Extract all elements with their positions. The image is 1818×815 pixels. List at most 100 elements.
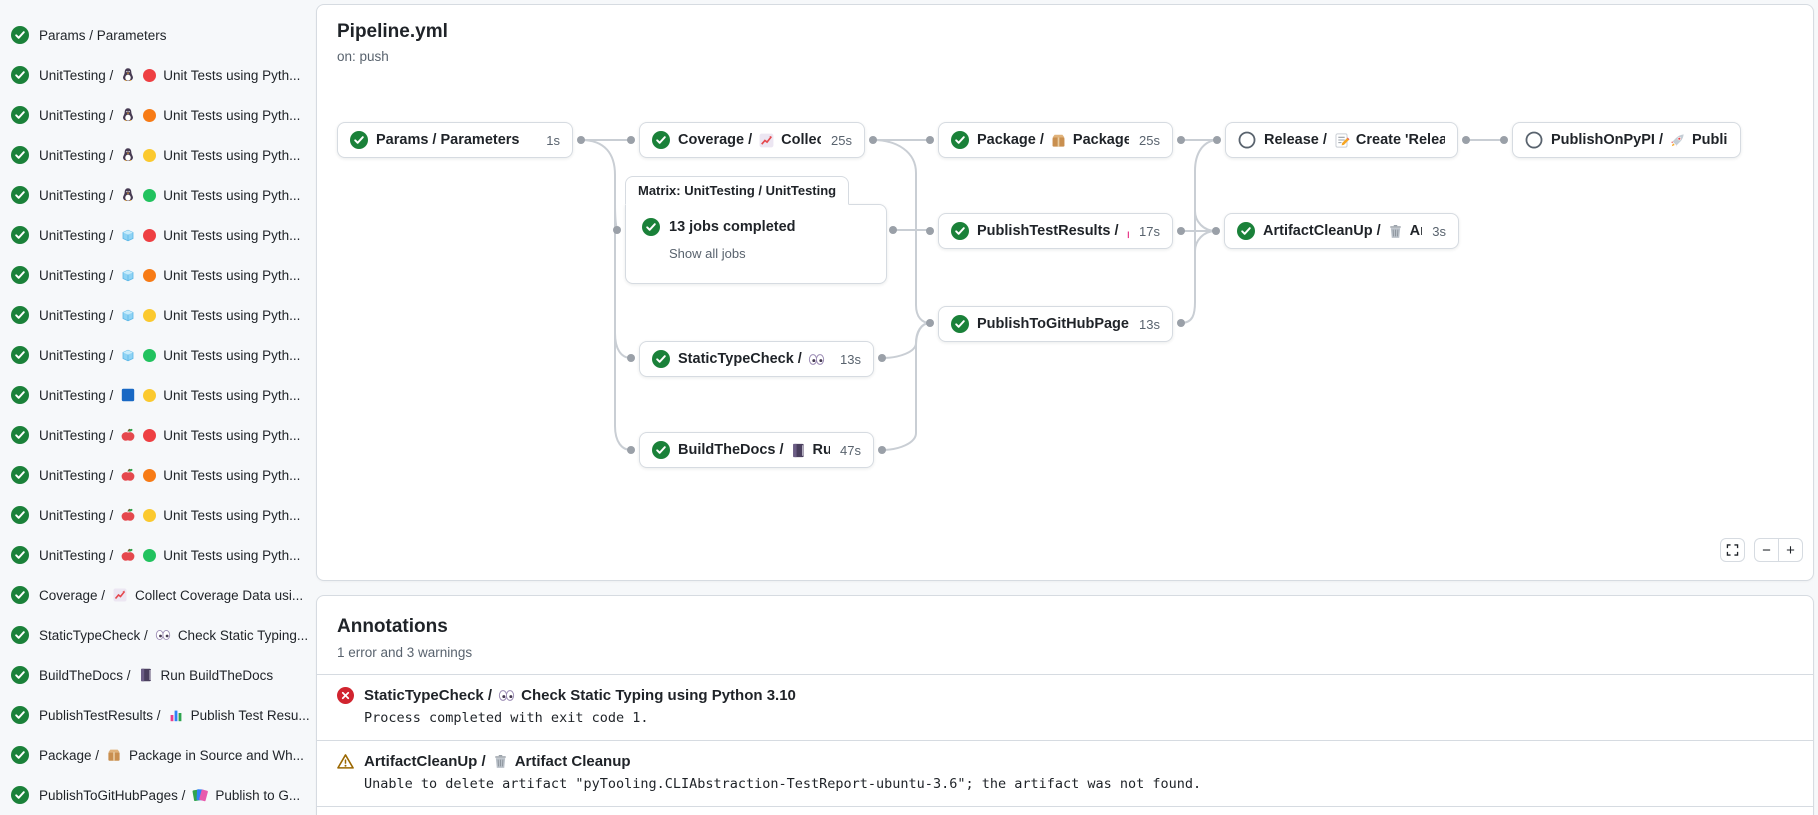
sidebar-job-item[interactable]: UnitTesting / Unit Tests using Pyth...	[0, 135, 314, 175]
sidebar-job-item[interactable]: UnitTesting /Unit Tests using Pyth...	[0, 95, 314, 135]
annotation-job-link[interactable]: StaticTypeCheck /Check Static Typing usi…	[364, 687, 796, 704]
status-success-icon	[951, 222, 969, 240]
show-all-jobs-link[interactable]: Show all jobs	[669, 246, 746, 261]
job-name: UnitTesting /	[39, 148, 113, 163]
sidebar-job-item[interactable]: UnitTesting /Unit Tests using Pyth...	[0, 535, 314, 575]
sidebar-job-item[interactable]: Params / Parameters	[0, 15, 314, 55]
python-version-dot	[143, 549, 156, 562]
node-label-suffix: Publish to ...	[1692, 132, 1728, 148]
job-step-name: Unit Tests using Pyth...	[163, 148, 300, 163]
node-label: PublishToGitHubPages /	[977, 316, 1129, 332]
rocket-icon	[1669, 132, 1686, 149]
fullscreen-button[interactable]	[1720, 538, 1745, 562]
status-success-icon	[11, 66, 29, 84]
graph-node-publishtestresults[interactable]: PublishTestResults /Pu...17s	[938, 213, 1173, 249]
memo-icon	[1333, 132, 1350, 149]
status-success-icon	[11, 426, 29, 444]
job-list-sidebar: Params / ParametersUnitTesting / Unit Tes…	[0, 15, 314, 815]
sidebar-job-item[interactable]: UnitTesting /Unit Tests using Pyth...	[0, 495, 314, 535]
job-name: UnitTesting /	[39, 468, 113, 483]
job-name: Params / Parameters	[39, 28, 167, 43]
ice-cube-icon	[120, 227, 136, 243]
penguin-icon	[120, 107, 136, 123]
job-name: UnitTesting /	[39, 188, 113, 203]
sidebar-job-item[interactable]: UnitTesting /Unit Tests using Pyth...	[0, 335, 314, 375]
node-duration: 47s	[840, 443, 861, 458]
notebook-icon	[790, 442, 807, 459]
zoom-out-button[interactable]: −	[1754, 538, 1779, 562]
status-success-icon	[11, 506, 29, 524]
status-success-icon	[642, 218, 660, 236]
graph-node-params[interactable]: Params / Parameters1s	[337, 122, 573, 158]
annotation-message: Process completed with exit code 1.	[364, 710, 1793, 726]
status-success-icon	[652, 350, 670, 368]
matrix-group-tab[interactable]: Matrix: UnitTesting / UnitTesting	[625, 176, 849, 205]
annotations-subtitle: 1 error and 3 warnings	[337, 645, 1793, 660]
graph-node-release[interactable]: Release /Create 'Release P...	[1225, 122, 1458, 158]
job-name: UnitTesting /	[39, 68, 113, 83]
sidebar-job-item[interactable]: UnitTesting /Unit Tests using Pyth...	[0, 455, 314, 495]
sidebar-job-item[interactable]: UnitTesting /Unit Tests using Pyth...	[0, 295, 314, 335]
graph-node-publishonpypi[interactable]: PublishOnPyPI /Publish to ...	[1512, 122, 1741, 158]
zoom-in-button[interactable]: +	[1778, 538, 1803, 562]
node-duration: 13s	[1139, 317, 1160, 332]
graph-node-statictypecheck[interactable]: StaticTypeCheck /Chec...13s	[639, 341, 874, 377]
penguin-icon	[120, 67, 136, 83]
job-name: UnitTesting /	[39, 348, 113, 363]
node-label: Params / Parameters	[376, 132, 520, 148]
job-step-name: Unit Tests using Pyth...	[163, 188, 300, 203]
sidebar-job-item[interactable]: UnitTesting /Unit Tests using Pyth...	[0, 255, 314, 295]
job-step-name: Publish Test Resu...	[191, 708, 310, 723]
node-duration: 25s	[1139, 133, 1160, 148]
sidebar-job-item[interactable]: PublishTestResults /Publish Test Resu...	[0, 695, 314, 735]
graph-node-buildthedocs[interactable]: BuildTheDocs /Run Buil...47s	[639, 432, 874, 468]
graph-node-coverage[interactable]: Coverage /Collect Cove...25s	[639, 122, 865, 158]
bar-chart-icon	[1125, 223, 1129, 240]
blue-square-icon	[120, 387, 136, 403]
sidebar-job-item[interactable]: PublishToGitHubPages /Publish to G...	[0, 775, 314, 815]
chart-increasing-icon	[758, 132, 775, 149]
python-version-dot	[143, 469, 156, 482]
sidebar-job-item[interactable]: Coverage /Collect Coverage Data usi...	[0, 575, 314, 615]
status-success-icon	[11, 466, 29, 484]
sidebar-job-item[interactable]: UnitTesting /Unit Tests using Pyth...	[0, 215, 314, 255]
python-version-dot	[143, 429, 156, 442]
sidebar-job-item[interactable]: UnitTesting / Unit Tests using Pyth...	[0, 175, 314, 215]
status-success-icon	[11, 186, 29, 204]
penguin-icon	[120, 147, 136, 163]
python-version-dot	[143, 189, 156, 202]
node-label: Package /	[977, 132, 1044, 148]
graph-node-publishtogithubpages[interactable]: PublishToGitHubPages /...13s	[938, 306, 1173, 342]
node-duration: 3s	[1432, 224, 1446, 239]
annotations-title: Annotations	[337, 616, 1793, 638]
status-success-icon	[11, 266, 29, 284]
workflow-edges	[317, 5, 1815, 582]
matrix-group-card: 13 jobs completed Show all jobs	[625, 204, 887, 284]
graph-node-package[interactable]: Package /Package in So...25s	[938, 122, 1173, 158]
python-version-dot	[143, 69, 156, 82]
sidebar-job-item[interactable]: UnitTesting /Unit Tests using Pyth...	[0, 55, 314, 95]
annotation-warning-row: ArtifactCleanUp /Artifact CleanupUnable …	[317, 740, 1813, 806]
sidebar-job-item[interactable]: Package /Package in Source and Wh...	[0, 735, 314, 775]
fullscreen-icon	[1725, 543, 1740, 557]
job-name: UnitTesting /	[39, 428, 113, 443]
job-name: UnitTesting /	[39, 548, 113, 563]
apple-icon	[120, 507, 136, 523]
job-step-name: Check Static Typing...	[178, 628, 308, 643]
sidebar-job-item[interactable]: StaticTypeCheck /Check Static Typing...	[0, 615, 314, 655]
python-version-dot	[143, 509, 156, 522]
job-name: UnitTesting /	[39, 108, 113, 123]
python-version-dot	[143, 309, 156, 322]
annotation-job-link[interactable]: ArtifactCleanUp /Artifact Cleanup	[364, 753, 631, 770]
sidebar-job-item[interactable]: UnitTesting /Unit Tests using Pyth...	[0, 415, 314, 455]
python-version-dot	[143, 269, 156, 282]
sidebar-job-item[interactable]: UnitTesting /Unit Tests using Pyth...	[0, 375, 314, 415]
python-version-dot	[143, 109, 156, 122]
job-step-name: Unit Tests using Pyth...	[163, 308, 300, 323]
apple-icon	[120, 547, 136, 563]
eyes-icon	[498, 687, 515, 704]
sidebar-job-item[interactable]: BuildTheDocs /Run BuildTheDocs	[0, 655, 314, 695]
node-label-suffix: Collect Cove...	[781, 132, 821, 148]
annotations-panel: Annotations 1 error and 3 warnings Stati…	[316, 595, 1814, 815]
graph-node-artifactcleanup[interactable]: ArtifactCleanUp /Artifac...3s	[1224, 213, 1459, 249]
